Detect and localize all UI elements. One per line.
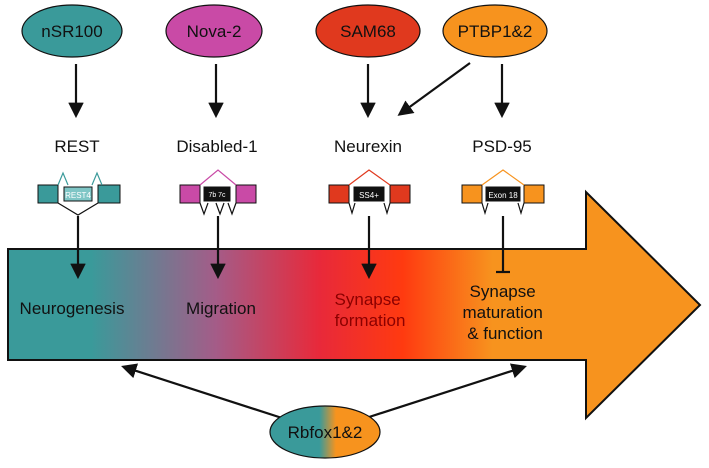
- stage-migration: Migration: [186, 299, 256, 318]
- target-dab1-label: Disabled-1: [176, 137, 257, 156]
- factor-ptbp-label: PTBP1&2: [458, 22, 533, 41]
- regulator-rbfox-label: Rbfox1&2: [288, 423, 363, 442]
- exon-diagram-psd95: Exon 18: [461, 169, 545, 216]
- factor-nova2-ellipse: [165, 4, 263, 58]
- target-rest-label: REST: [54, 137, 99, 156]
- stage-neurogenesis: Neurogenesis: [20, 299, 125, 318]
- factor-ptbp: PTBP1&2: [442, 4, 548, 58]
- arrow-ptbp-neurexin: [397, 62, 471, 116]
- factor-nova2-label: Nova-2: [187, 22, 242, 41]
- factor-nsr100: nSR100: [21, 4, 123, 58]
- arrow-rbfox-maturation: [365, 363, 527, 420]
- stage-synapse-maturation: Synapse maturation & function: [462, 282, 547, 343]
- target-psd95-label: PSD-95: [472, 137, 532, 156]
- exon-rest-label: REST4: [65, 191, 91, 200]
- exon-neurexin-label: SS4+: [359, 191, 379, 200]
- regulator-rbfox: Rbfox1&2: [269, 405, 381, 459]
- regulator-rbfox-ellipse: [269, 405, 381, 459]
- exon-psd95-label: Exon 18: [488, 191, 518, 200]
- exon-diagram-neurexin: SS4+: [328, 169, 411, 216]
- factor-ptbp-ellipse: [442, 4, 548, 58]
- exon-diagram-rest: REST4: [37, 171, 121, 216]
- timeline-arrow: [7, 189, 702, 421]
- factor-nsr100-label: nSR100: [41, 22, 102, 41]
- exon-diagram-dab1: 7b 7c: [179, 169, 257, 216]
- factor-sam68: SAM68: [315, 4, 421, 58]
- factor-nova2: Nova-2: [165, 4, 263, 58]
- arrow-rbfox-neurogenesis: [121, 363, 283, 420]
- target-neurexin-label: Neurexin: [334, 137, 402, 156]
- stage-synapse-formation: Synapse formation: [335, 290, 406, 330]
- factor-sam68-label: SAM68: [340, 22, 396, 41]
- exon-dab1-label: 7b 7c: [208, 192, 226, 199]
- inhibit-psd95-maturation: [496, 216, 510, 274]
- factor-sam68-ellipse: [315, 4, 421, 58]
- factor-nsr100-ellipse: [21, 4, 123, 58]
